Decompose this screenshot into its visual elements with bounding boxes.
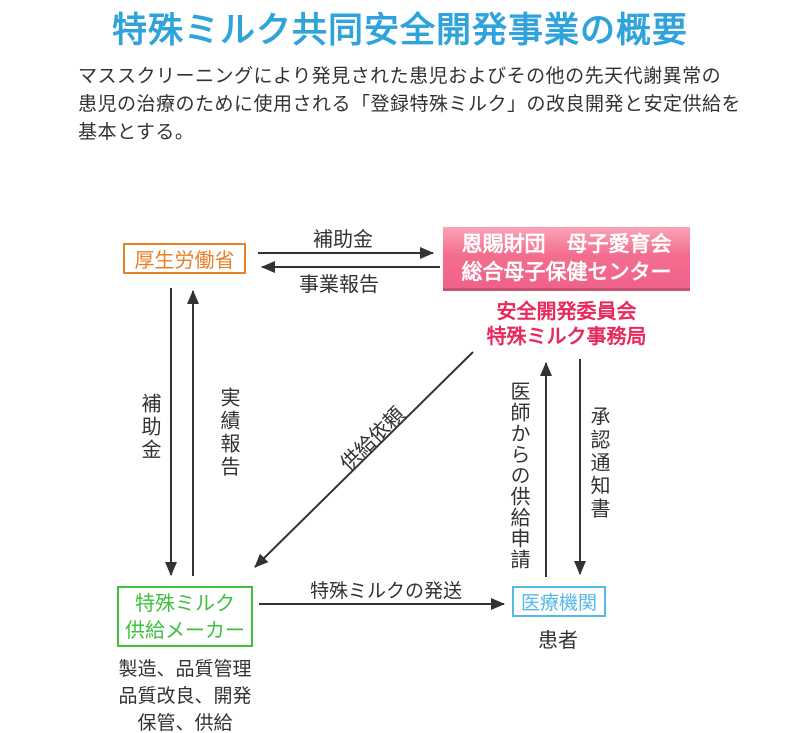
label-subsidy-to-center: 補助金 <box>313 227 373 251</box>
label-doctor-supply-application: 医師からの供給申請 <box>507 381 531 570</box>
intro-paragraph: マススクリーニングにより発見された患児およびその他の先天代謝異常の 患児の治療の… <box>78 65 742 143</box>
node-medical-institution-label: 医療機関 <box>520 592 597 614</box>
node-aiiku-center-line1: 恩賜財団 母子愛育会 <box>461 231 672 256</box>
committee-line2: 特殊ミルク事務局 <box>486 324 647 348</box>
committee-line1: 安全開発委員会 <box>496 299 637 323</box>
maker-roles-caption: 製造、品質管理 品質改良、開発 保管、供給 <box>118 658 252 733</box>
node-aiiku-center-line2: 総合母子保健センター <box>461 259 672 284</box>
label-subsidy-to-maker: 補助金 <box>138 393 162 462</box>
node-medical-institution: 医療機関 <box>512 586 606 617</box>
node-milk-maker: 特殊ミルク 供給メーカー <box>117 586 253 647</box>
node-mhlw-label: 厚生労働省 <box>134 248 235 272</box>
label-business-report: 事業報告 <box>299 272 379 296</box>
label-approval-notice: 承認通知書 <box>587 406 611 521</box>
node-milk-maker-line1: 特殊ミルク <box>135 590 235 615</box>
label-supply-request: 供給依頼 <box>335 401 409 476</box>
node-milk-maker-line2: 供給メーカー <box>125 617 245 642</box>
node-aiiku-center: 恩賜財団 母子愛育会 総合母子保健センター <box>443 227 690 291</box>
page-title: 特殊ミルク共同安全開発事業の概要 <box>111 11 688 51</box>
patient-caption: 患者 <box>538 628 578 652</box>
label-performance-report: 実績報告 <box>217 387 241 479</box>
label-milk-shipment: 特殊ミルクの発送 <box>309 580 462 602</box>
committee-caption: 安全開発委員会 特殊ミルク事務局 <box>443 299 690 349</box>
node-mhlw: 厚生労働省 <box>123 243 246 274</box>
